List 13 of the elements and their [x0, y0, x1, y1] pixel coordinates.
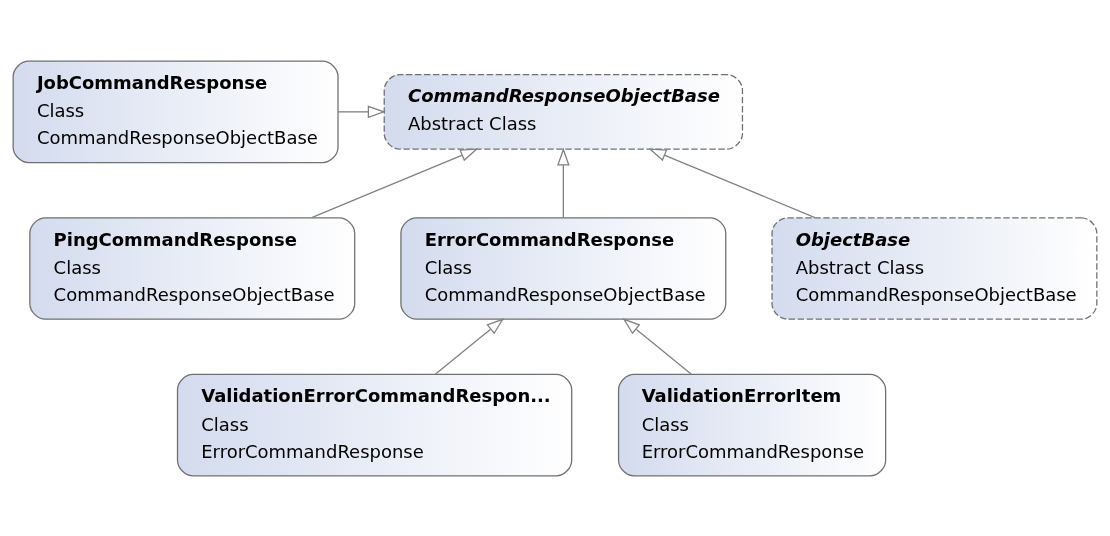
arrow: [557, 147, 570, 218]
arrow: [622, 317, 692, 375]
node-box: JobCommandResponse Class CommandResponseObjectBase: [12, 60, 339, 163]
arrow: [311, 147, 479, 218]
node-box: CommandResponseObjectBase Abstract Class: [383, 73, 744, 150]
node-box: ErrorCommandResponse Class CommandResponseObjectBase: [400, 216, 727, 320]
node-box: ValidationErrorCommandRespon... Class ErrorCommandResponse: [176, 373, 573, 476]
arrow: [434, 317, 505, 375]
node-box: ObjectBase Abstract Class CommandResponseObjectBase: [771, 216, 1098, 320]
node-box: ValidationErrorItem Class ErrorCommandResponse: [617, 373, 887, 476]
node-box: PingCommandResponse Class CommandResponseObjectBase: [29, 216, 356, 320]
arrow: [648, 147, 816, 218]
arrow: [337, 105, 386, 118]
